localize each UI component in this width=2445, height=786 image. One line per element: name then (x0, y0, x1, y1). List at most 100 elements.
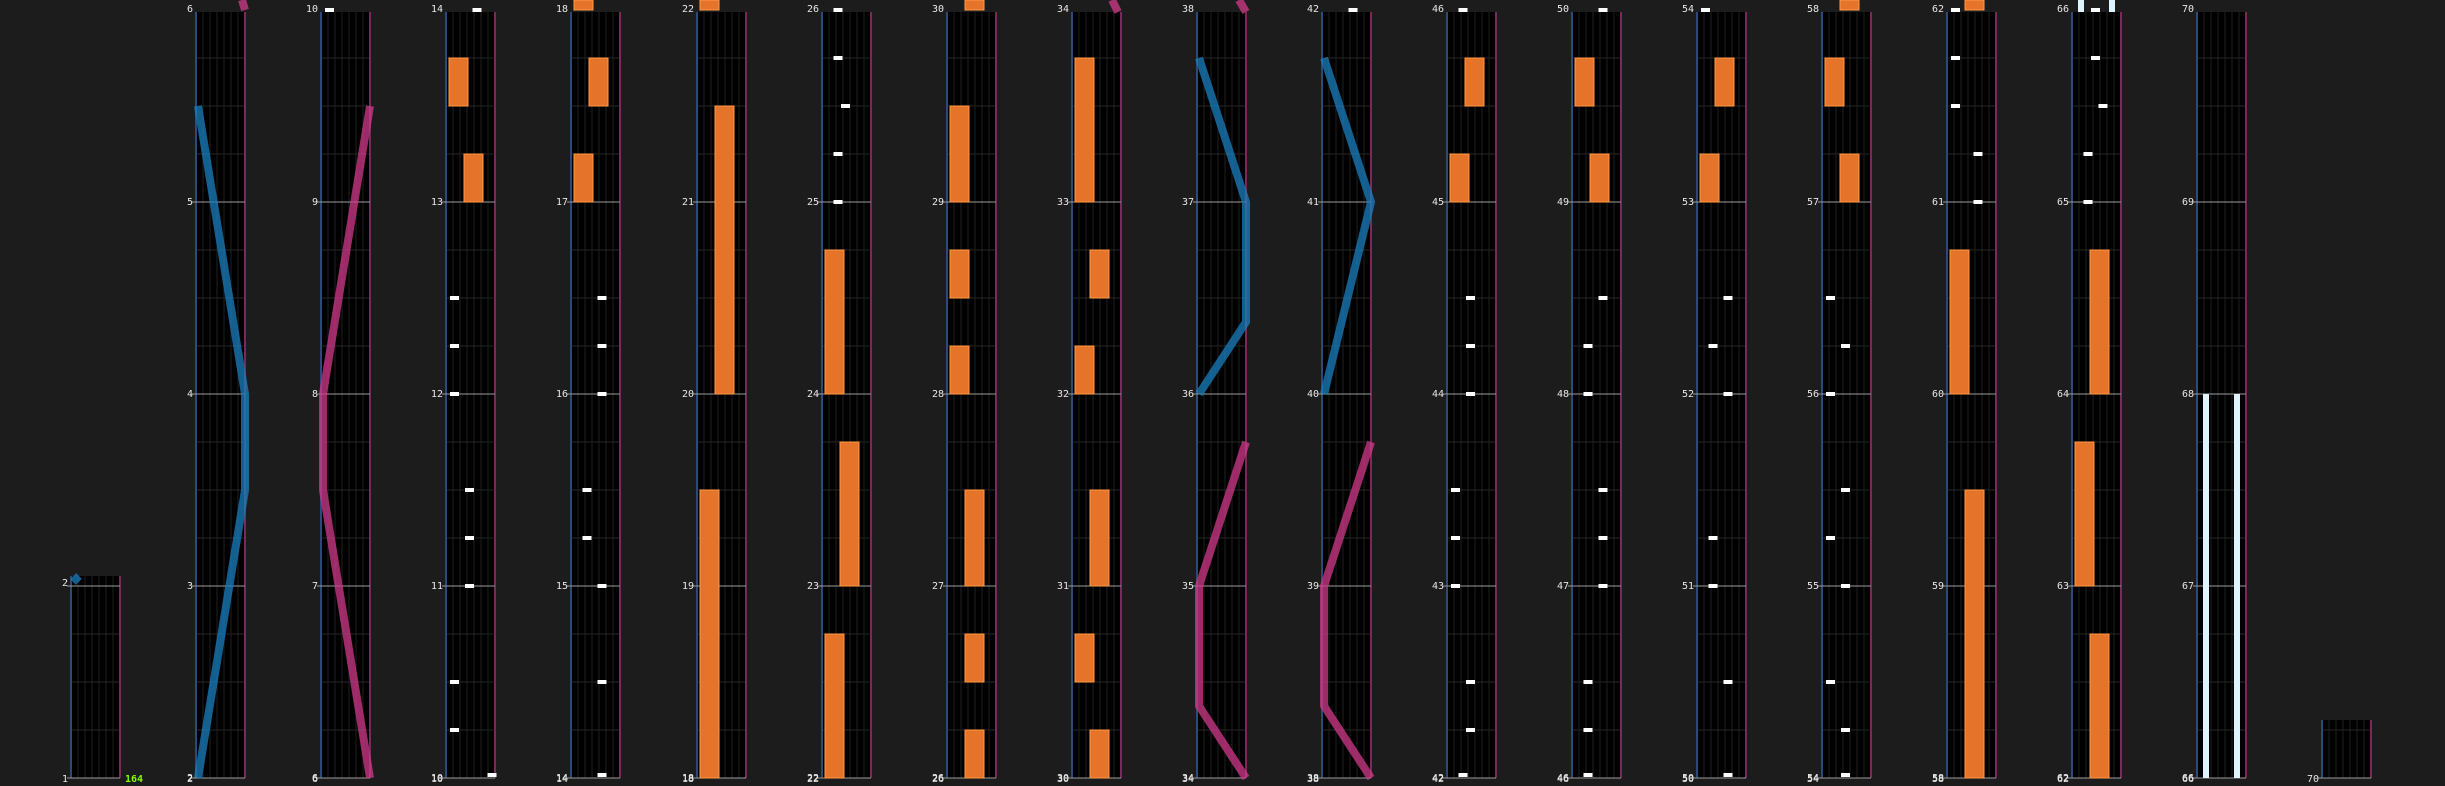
column-start-measure-label: 50 (1682, 774, 1694, 785)
lane-column (1818, 12, 1872, 779)
laser-path (1195, 56, 1250, 397)
lane-column (442, 12, 496, 779)
measure-number-label: 66 (2057, 4, 2069, 15)
hold-note (964, 729, 985, 779)
measure-number-label: 50 (1682, 773, 1694, 784)
lane-background (1697, 12, 1746, 778)
measure-number-label: 63 (2057, 581, 2069, 592)
measure-number-label: 65 (2057, 197, 2069, 208)
chip-note (1723, 296, 1733, 300)
measure-number-label: 40 (1307, 389, 1319, 400)
hold-note (1714, 57, 1735, 107)
chip-note (487, 773, 497, 777)
chip-note (1841, 488, 1850, 492)
chip-note (833, 8, 843, 12)
laser-path (1195, 440, 1250, 781)
chip-note (1583, 344, 1593, 348)
chip-note (1951, 8, 1960, 12)
measure-number-label: 6 (312, 773, 318, 784)
measure-number-label: 36 (1182, 389, 1194, 400)
hold-note (573, 153, 594, 203)
measure-number-label: 56 (1807, 389, 1819, 400)
chip-note (1598, 8, 1608, 12)
laser-path (70, 573, 82, 585)
hold-note (1089, 489, 1110, 587)
measure-number-label: 30 (932, 4, 944, 15)
measure-number-label: 38 (1182, 4, 1194, 15)
measure-number-label: 22 (682, 4, 694, 15)
chip-note (1598, 296, 1608, 300)
measure-number-label: 4 (187, 389, 193, 400)
hold-note (714, 105, 735, 395)
chip-note (597, 392, 607, 396)
measure-number-label: 28 (932, 389, 944, 400)
measure-number-label: 7 (312, 581, 318, 592)
hold-note (463, 153, 484, 203)
chip-note (2083, 152, 2093, 156)
chip-note (1583, 728, 1593, 732)
chip-note (1723, 392, 1733, 396)
chip-note (1348, 8, 1358, 12)
lane-background (1572, 12, 1621, 778)
hold-note (1964, 0, 1985, 11)
chip-note (465, 488, 474, 492)
measure-number-label: 52 (1682, 389, 1694, 400)
chip-note (1951, 104, 1960, 108)
chip-note (1583, 392, 1593, 396)
column-start-measure-label: 22 (807, 774, 819, 785)
chip-note (325, 8, 334, 12)
lanes-layer (67, 0, 2372, 781)
chip-note (1598, 488, 1608, 492)
column-start-measure-label: 54 (1807, 774, 1819, 785)
chip-note (465, 584, 474, 588)
chip-note (1973, 200, 1983, 204)
hold-note (1089, 249, 1110, 299)
column-start-measure-label: 2 (187, 774, 193, 785)
measure-number-label: 45 (1432, 197, 1444, 208)
measure-number-label: 31 (1057, 581, 1069, 592)
chip-note (2098, 104, 2108, 108)
measure-number-label: 42 (1307, 4, 1319, 15)
hold-note (949, 105, 970, 203)
column-start-measure-label: 6 (312, 774, 318, 785)
lane-column (1568, 12, 1622, 779)
chip-note (841, 104, 850, 108)
measure-number-label: 50 (1557, 4, 1569, 15)
chip-note (833, 200, 843, 204)
measure-number-label: 15 (556, 581, 568, 592)
chip-note (1466, 296, 1475, 300)
measure-number-label: 26 (932, 773, 944, 784)
column-start-measure-label: 18 (682, 774, 694, 785)
chip-note (1701, 8, 1710, 12)
chip-note (1466, 680, 1475, 684)
measure-number-label: 69 (2182, 197, 2194, 208)
chip-note (1458, 773, 1468, 777)
lane-column (567, 12, 621, 779)
column-start-measure-label: 58 (1932, 774, 1944, 785)
chip-note (833, 56, 843, 60)
hold-note (448, 57, 469, 107)
chip-note (597, 584, 607, 588)
chip-note (1598, 536, 1608, 540)
hold-note (949, 345, 970, 395)
hold-note (1839, 0, 1860, 11)
measure-number-label: 59 (1932, 581, 1944, 592)
chip-note (450, 392, 459, 396)
hold-note (1574, 57, 1595, 107)
measure-number-label: 18 (556, 4, 568, 15)
chip-note (597, 680, 607, 684)
hold-note (573, 0, 594, 11)
hold-note (1074, 345, 1095, 395)
laser-path (238, 0, 249, 12)
chip-note (1708, 536, 1718, 540)
measure-number-label: 37 (1182, 197, 1194, 208)
measure-number-label: 12 (431, 389, 443, 400)
hold-note (1074, 633, 1095, 683)
hold-note (2074, 441, 2095, 587)
chip-note (1826, 536, 1835, 540)
column-start-measure-label: 46 (1557, 774, 1569, 785)
hold-note (1449, 153, 1470, 203)
hold-note (2089, 249, 2110, 395)
chip-note (1583, 773, 1593, 777)
lane-column (1318, 12, 1372, 779)
